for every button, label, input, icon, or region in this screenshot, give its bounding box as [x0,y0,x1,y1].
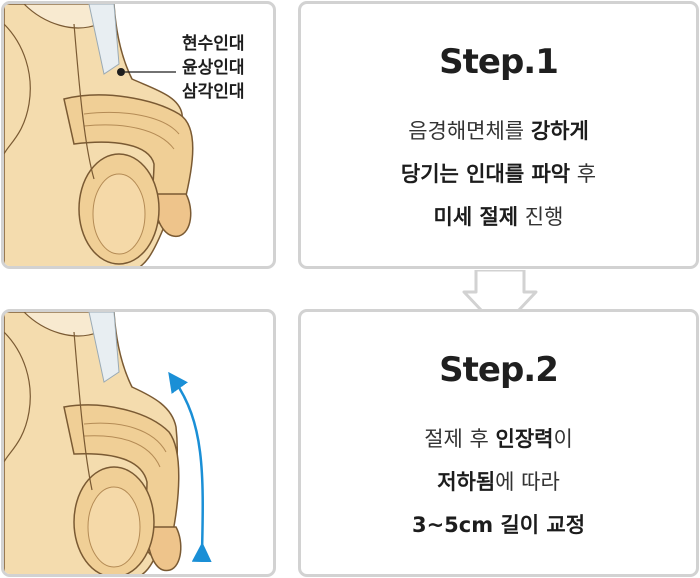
step1-card: Step.1 음경해면체를 강하게 당기는 인대를 파악 후 미세 절제 진행 [298,1,699,269]
step1-line3-bold: 미세 절제 [433,205,519,229]
step1-line1-bold: 강하게 [530,119,589,143]
length-arrow-icon [168,371,212,563]
step1-line3: 미세 절제 진행 [301,204,696,230]
step2-line1-suffix: 이 [553,427,573,451]
step2-line1-bold: 인장력 [495,427,554,451]
step2-line1: 절제 후 인장력이 [301,426,696,452]
illustration-card-step2 [1,309,276,577]
step1-line2-bold: 당기는 인대를 파악 [400,162,571,186]
ligament-label: 삼각인대 [182,82,245,102]
step2-title: Step.2 [439,350,559,390]
step1-line2-text: 후 [570,162,597,186]
ligament-label-list: 현수인대 윤상인대 삼각인대 [182,32,245,104]
step2-line2-text: 에 따라 [495,470,560,494]
step2-line2-bold: 저하됨 [437,470,496,494]
step1-title: Step.1 [439,42,559,82]
ligament-label: 윤상인대 [182,58,245,78]
step2-card: Step.2 절제 후 인장력이 저하됨에 따라 3~5cm 길이 교정 [298,309,699,577]
step2-line3-bold: 3~5cm 길이 교정 [411,513,586,537]
step2-line2: 저하됨에 따라 [301,469,696,495]
step1-line1: 음경해면체를 강하게 [301,118,696,144]
step1-line2: 당기는 인대를 파악 후 [301,161,696,187]
illustration-card-step1: 현수인대 윤상인대 삼각인대 [1,1,276,269]
step2-line1-text: 절제 후 [424,427,496,451]
ligament-label: 현수인대 [182,34,245,54]
step1-line1-text: 음경해면체를 [408,119,531,143]
step2-line3: 3~5cm 길이 교정 [301,512,696,538]
anatomy-illustration-lengthened [4,312,182,574]
step1-line3-text: 진행 [518,205,564,229]
anatomy-illustration [4,4,194,266]
